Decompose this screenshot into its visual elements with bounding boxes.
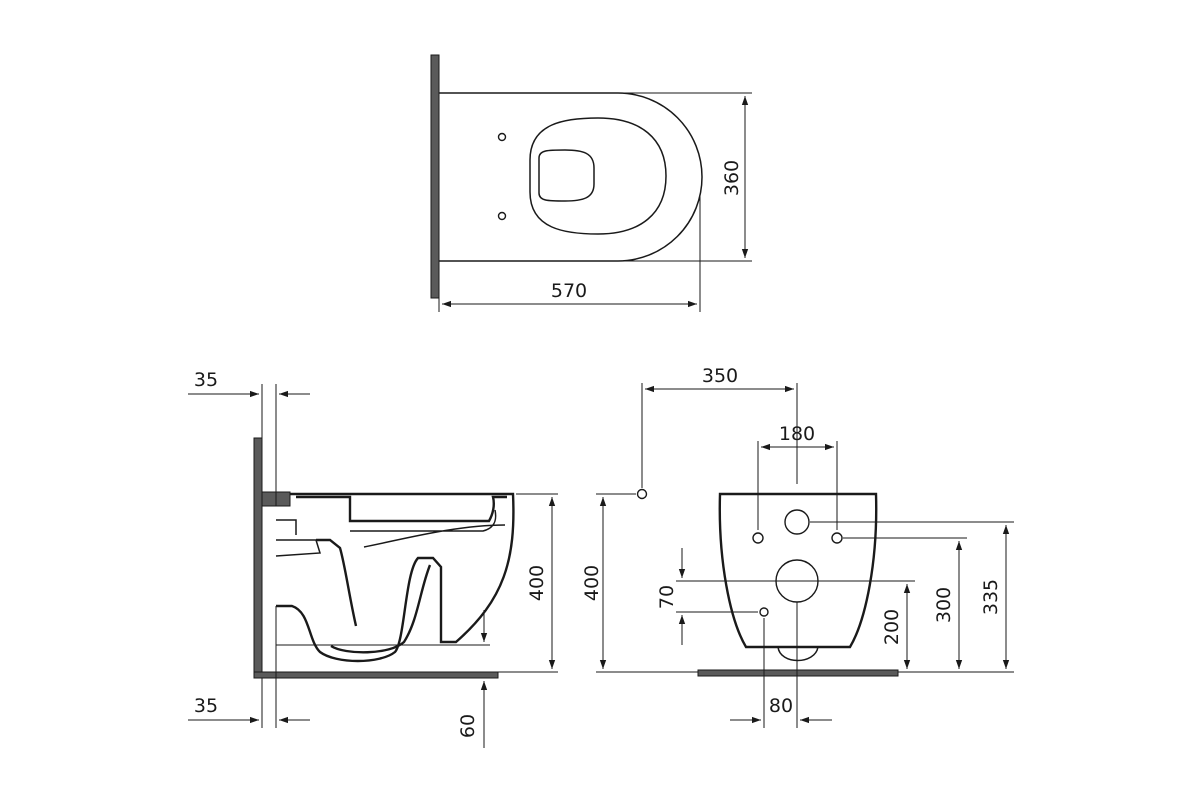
front-view-fixing-hole-right <box>831 532 843 544</box>
dim-300-label: 300 <box>933 587 955 623</box>
dim-200-label: 200 <box>881 609 903 645</box>
side-view-bowl-inner <box>296 495 507 523</box>
dim-35-top-label: 35 <box>194 369 218 391</box>
seat-fixing-hole-top <box>497 132 507 142</box>
dim-360-label: 360 <box>721 160 743 196</box>
front-view: 350 180 400 70 80 200 300 335 <box>581 365 1014 728</box>
front-view-floor <box>697 669 899 677</box>
dim-80-label: 80 <box>769 695 793 717</box>
seat-fixing-hole-bottom <box>497 211 507 221</box>
side-view-wall <box>253 437 263 679</box>
side-view-floor <box>253 671 499 679</box>
top-view-flush-rim <box>538 149 595 202</box>
front-view-fixing-hole-left <box>752 532 764 544</box>
side-view-rim-detail <box>275 519 321 557</box>
top-view-wall <box>430 54 440 299</box>
dim-60-label: 60 <box>457 714 479 738</box>
top-view: 360 570 <box>430 54 752 312</box>
dim-35-bottom-label: 35 <box>194 695 218 717</box>
dim-570-label: 570 <box>551 280 587 302</box>
dim-70-label: 70 <box>656 585 678 609</box>
side-view-inner-surface <box>350 509 506 548</box>
front-view-drain <box>777 646 819 662</box>
front-view-water-inlet <box>759 607 769 617</box>
side-view-bowl-body <box>276 492 515 663</box>
side-view: 35 35 400 60 <box>188 369 558 748</box>
dim-400-side-label: 400 <box>526 565 548 601</box>
side-view-trapway <box>316 538 432 654</box>
front-view-bowl-outline <box>718 492 878 649</box>
dim-400-front-label: 400 <box>581 565 603 601</box>
dim-350-label: 350 <box>702 365 738 387</box>
top-view-bowl-outline <box>439 92 703 262</box>
front-view-reference-point <box>636 488 648 500</box>
top-view-seat-opening <box>529 117 667 235</box>
dim-335-label: 335 <box>980 579 1002 615</box>
front-view-upper-drain-hole <box>784 509 810 535</box>
dim-180-label: 180 <box>779 423 815 445</box>
